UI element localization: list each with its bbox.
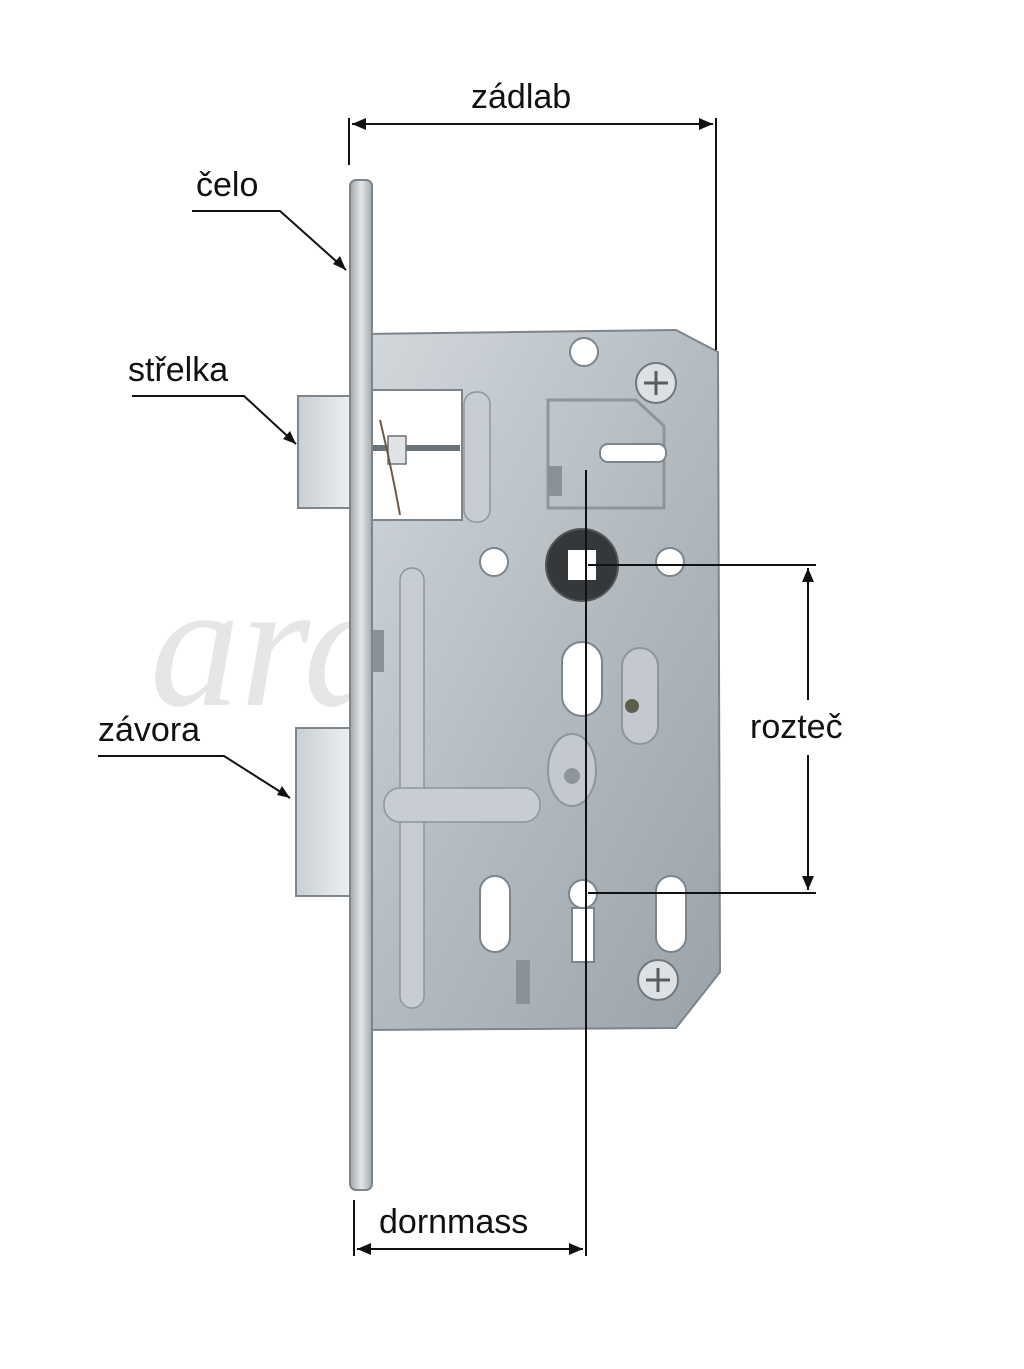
label-strelka: střelka — [128, 351, 229, 389]
tab-bottom — [516, 960, 530, 1004]
label-zadlab: zádlab — [471, 78, 572, 116]
lower-slot-right — [655, 875, 687, 953]
screw-bottom — [637, 959, 679, 1001]
face-plate — [349, 179, 373, 1191]
tab — [548, 466, 562, 496]
oval-emboss — [621, 647, 659, 745]
plate-rib-horizontal — [383, 787, 541, 823]
mounting-hole-top — [569, 337, 599, 367]
dimension-lines — [98, 118, 816, 1256]
side-hole-right — [655, 547, 685, 577]
pin — [564, 768, 580, 784]
plate-rib — [463, 391, 491, 523]
latch-spring-block — [387, 435, 407, 465]
label-celo: čelo — [196, 166, 259, 204]
label-zavora: závora — [98, 711, 201, 749]
side-hole-left — [479, 547, 509, 577]
latch-bolt — [297, 395, 355, 509]
keyhole-bottom — [571, 907, 595, 963]
slot-top — [599, 443, 667, 463]
latch-spring — [379, 419, 401, 516]
latch-window — [363, 389, 463, 521]
lower-slot-left — [479, 875, 511, 953]
label-roztec: rozteč — [750, 708, 843, 746]
dead-bolt — [295, 727, 355, 897]
key-slot-mid — [561, 641, 603, 717]
screw-top — [635, 362, 677, 404]
rivet — [625, 699, 639, 713]
dimension-arrowheads — [277, 118, 814, 1255]
label-dornmass: dornmass — [379, 1203, 529, 1241]
